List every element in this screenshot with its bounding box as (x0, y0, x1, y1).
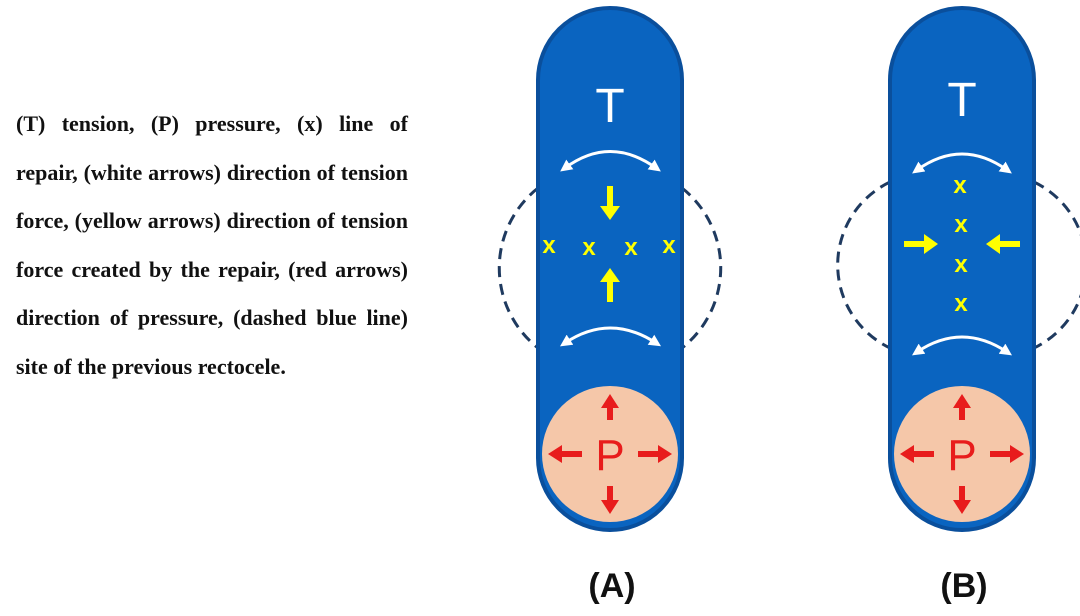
repair-mark: x (662, 232, 676, 259)
tension-label: T (947, 74, 976, 127)
repair-mark: x (954, 290, 968, 317)
previous-rectocele-dashed-line-left (836, 180, 891, 350)
panel-a: T P x x x x (A) (497, 6, 723, 605)
repair-mark: x (582, 234, 596, 261)
tension-arrow-bottom (560, 326, 662, 347)
yellow-arrow-left (986, 234, 1020, 254)
pressure-arrow-down (601, 486, 619, 514)
pressure-arrow-right (990, 445, 1024, 463)
repair-mark: x (542, 232, 556, 259)
pressure-arrow-left (548, 445, 582, 463)
legend-text: (T) tension, (P) pressure, (x) line of r… (16, 111, 408, 379)
previous-rectocele-dashed-line-left (497, 186, 539, 350)
pressure-arrow-up (953, 394, 971, 420)
repair-mark: x (954, 251, 968, 278)
yellow-arrow-down (600, 186, 620, 220)
pressure-label: P (947, 431, 976, 480)
pressure-arrow-down (953, 486, 971, 514)
tension-arrow-top (912, 152, 1012, 174)
pressure-arrow-left (900, 445, 934, 463)
pressure-zone (894, 386, 1030, 522)
repair-mark: x (953, 172, 967, 199)
tension-arrow-bottom (912, 335, 1012, 356)
pressure-label: P (595, 431, 624, 480)
pressure-arrow-right (638, 445, 672, 463)
tension-label: T (595, 80, 624, 133)
previous-rectocele-dashed-line-right (1033, 180, 1080, 350)
panel-b: T P x x x x (B) (836, 6, 1080, 605)
yellow-arrow-up (600, 268, 620, 302)
pressure-arrow-up (601, 394, 619, 420)
previous-rectocele-dashed-line-right (681, 186, 723, 350)
yellow-arrow-right (904, 234, 938, 254)
pressure-zone (542, 386, 678, 522)
repair-mark: x (624, 234, 638, 261)
repair-mark: x (954, 211, 968, 238)
panel-caption: (A) (588, 567, 635, 605)
panel-caption: (B) (940, 567, 987, 605)
tension-arrow-top (560, 150, 661, 172)
